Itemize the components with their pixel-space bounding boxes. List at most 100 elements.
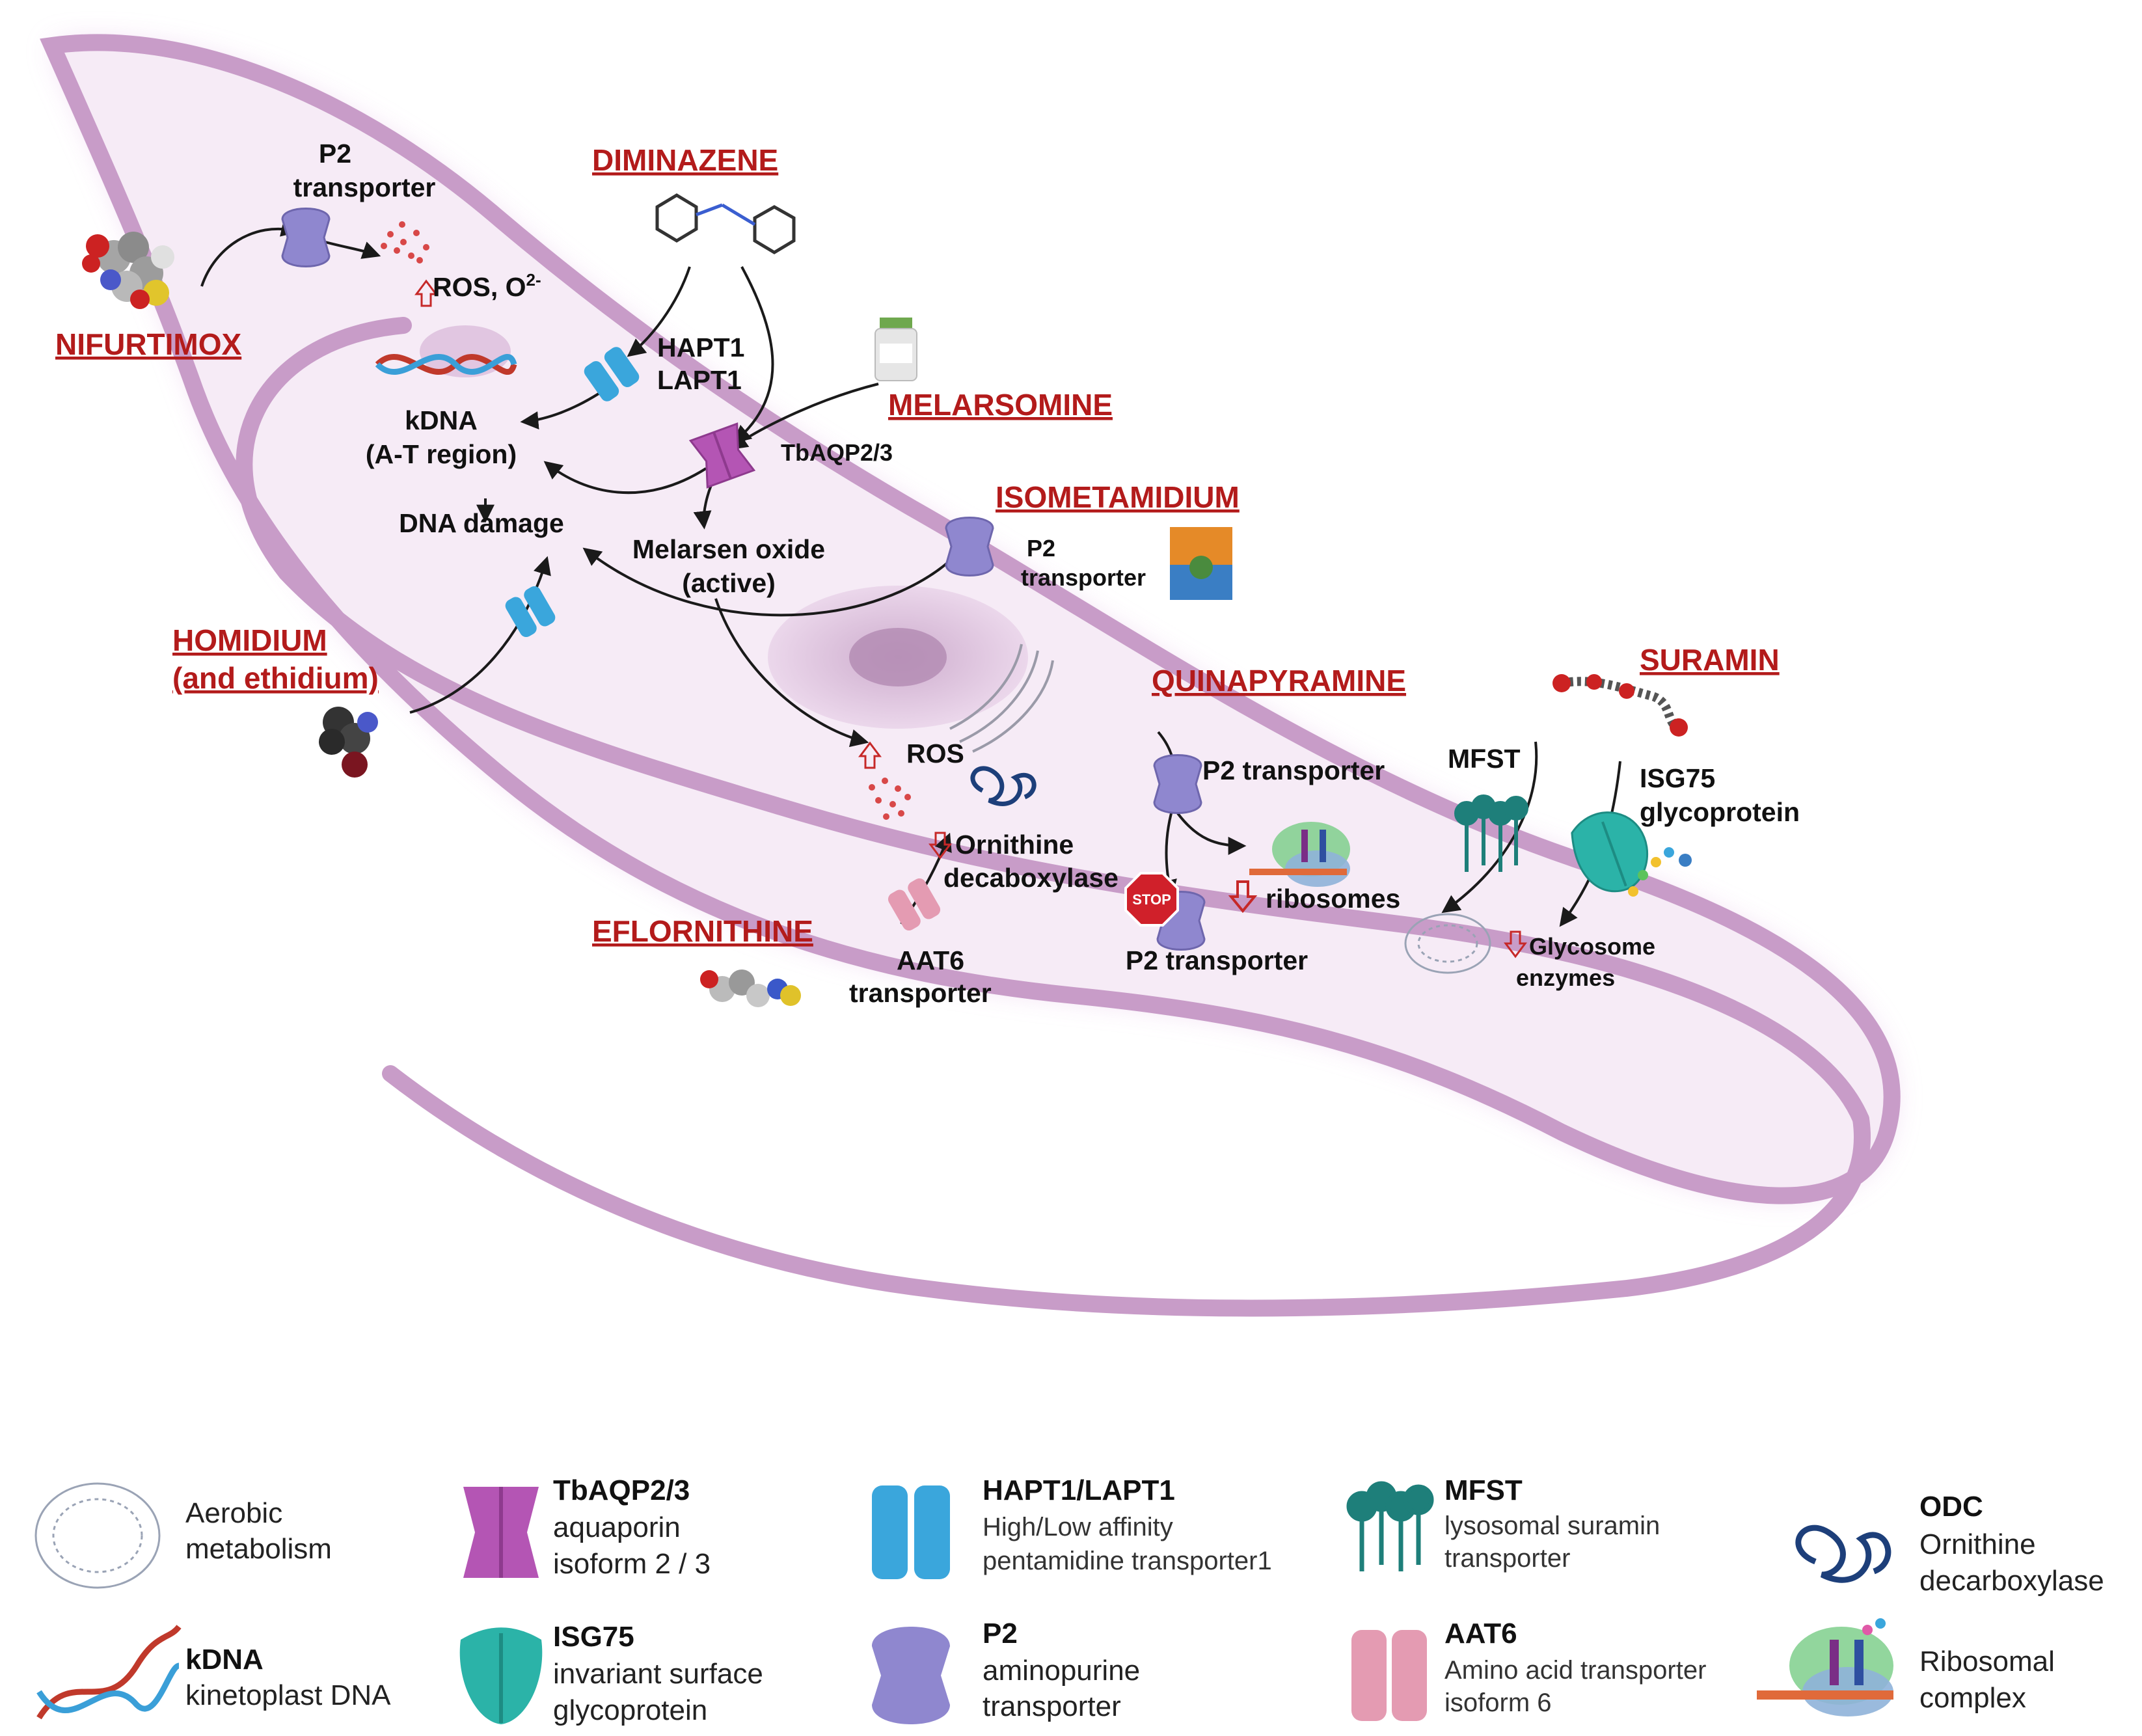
p2-isometamidium-label: P2 xyxy=(1027,535,1055,562)
homidium-transporter xyxy=(505,586,556,638)
mfst-label: MFST xyxy=(1448,744,1521,774)
legend-desc1-hapt: High/Low affinity xyxy=(983,1513,1173,1541)
legend-desc1-odc: Ornithine xyxy=(1919,1528,2036,1560)
legend-p2-icon xyxy=(872,1627,950,1724)
cell-body xyxy=(40,34,1901,1317)
glycosome-label: Glycosome xyxy=(1529,933,1655,960)
legend-desc1-mfst: lysosomal suramin xyxy=(1444,1512,1660,1540)
decrease-arrow-glycosome-icon xyxy=(1504,930,1527,958)
legend-desc1-aat6: Amino acid transporter xyxy=(1444,1656,1706,1685)
melarsen-active-label: (active) xyxy=(682,568,776,598)
drug-melarsomine: MELARSOMINE xyxy=(888,388,1113,422)
increase-arrow-icon xyxy=(414,279,438,307)
tbaqp-label: TbAQP2/3 xyxy=(781,439,893,466)
hapt1-label: HAPT1 xyxy=(657,332,744,362)
drug-quinapyramine: QUINAPYRAMINE xyxy=(1152,664,1406,698)
kdna-region-label: (A-T region) xyxy=(366,439,517,469)
hapt1-lapt1-transporter xyxy=(584,347,640,401)
stop-sign-label: STOP xyxy=(1132,891,1171,908)
p2-transporter-top xyxy=(281,208,331,267)
legend-desc1-kdna: kinetoplast DNA xyxy=(185,1679,391,1711)
legend-desc2-ribosomal: complex xyxy=(1919,1682,2026,1714)
drug-eflornithine: EFLORNITHINE xyxy=(592,914,813,948)
legend-desc2-p2: transporter xyxy=(983,1690,1121,1722)
drug-nifurtimox: NIFURTIMOX xyxy=(55,327,242,361)
drug-isometamidium: ISOMETAMIDIUM xyxy=(996,480,1240,514)
glycosome-enzymes-label: enzymes xyxy=(1516,964,1615,991)
p2-quinapyramine-bottom-label: P2 transporter xyxy=(1126,945,1308,975)
decrease-arrow-ornithine-icon xyxy=(929,832,952,860)
legend-title-kdna: kDNA xyxy=(185,1644,264,1675)
legend-desc2-hapt: pentamidine transporter1 xyxy=(983,1547,1272,1575)
eflornithine-molecule-icon xyxy=(700,970,801,1007)
legend-isg75-icon xyxy=(459,1627,543,1724)
legend-kdna-icon xyxy=(36,1625,182,1720)
legend-title-isg75: ISG75 xyxy=(553,1621,634,1653)
ornithine-label: Ornithine xyxy=(955,830,1074,860)
golgi-icon xyxy=(949,644,1054,753)
increase-arrow-ros-icon xyxy=(858,741,882,769)
melarsomine-vial-icon xyxy=(874,318,917,381)
homidium-molecule-icon xyxy=(319,707,378,778)
legend-desc1-aerobic: Aerobic xyxy=(185,1497,282,1529)
kdna-label: kDNA xyxy=(405,405,478,435)
p2-isometamidium-label-2: transporter xyxy=(1021,564,1146,591)
legend-hapt-icon xyxy=(872,1485,950,1579)
legend-aerobic-metabolism-icon xyxy=(34,1482,161,1589)
legend-title-hapt: HAPT1/LAPT1 xyxy=(983,1474,1175,1506)
isometamidium-package-icon xyxy=(1170,527,1232,600)
lapt1-label: LAPT1 xyxy=(657,365,742,395)
legend-desc1-tbaqp: aquaporin xyxy=(553,1512,681,1543)
legend: Aerobic metabolism kDNA kinetoplast DNA … xyxy=(34,1474,2104,1726)
legend-mfst-icon xyxy=(1346,1481,1434,1571)
ros-particles-icon xyxy=(381,221,429,264)
legend-desc1-isg75: invariant surface xyxy=(553,1658,763,1690)
decarboxylase-label: decaboxylase xyxy=(943,863,1118,893)
stop-sign-icon: STOP xyxy=(1124,872,1179,927)
drug-homidium-note: (and ethidium) xyxy=(172,661,379,695)
suramin-molecule-icon xyxy=(1552,674,1688,737)
kdna-helix-icon xyxy=(375,353,517,375)
legend-desc2-odc: decarboxylase xyxy=(1919,1565,2104,1597)
aat6-label: AAT6 xyxy=(897,945,964,975)
legend-desc1-p2: aminopurine xyxy=(983,1655,1140,1687)
legend-desc1-ribosomal: Ribosomal xyxy=(1919,1646,2055,1677)
mfst-transporter xyxy=(1454,794,1528,872)
legend-desc2-mfst: transporter xyxy=(1444,1544,1570,1573)
drug-homidium: HOMIDIUM xyxy=(172,623,327,657)
p2-transporter-isometamidium xyxy=(945,517,994,576)
dna-damage-label: DNA damage xyxy=(399,508,564,538)
legend-tbaqp-icon xyxy=(463,1487,539,1578)
p2-transporter-top-label-2: transporter xyxy=(293,172,436,202)
legend-odc-icon xyxy=(1795,1525,1891,1583)
legend-title-p2: P2 xyxy=(983,1618,1018,1649)
p2-transporter-top-label: P2 xyxy=(319,139,351,169)
ros-lower-label: ROS xyxy=(906,739,964,768)
isg75-glycoprotein xyxy=(1571,811,1649,893)
legend-desc2-isg75: glycoprotein xyxy=(553,1694,707,1726)
legend-aat6-icon xyxy=(1351,1630,1427,1721)
isg75-label: ISG75 xyxy=(1640,763,1715,793)
aat6-transporter xyxy=(888,878,941,931)
legend-title-odc: ODC xyxy=(1919,1491,1983,1523)
p2-transporter-quinapyramine-top xyxy=(1153,754,1202,814)
legend-ribosomal-complex-icon xyxy=(1757,1618,1893,1716)
legend-desc2-aerobic: metabolism xyxy=(185,1533,332,1565)
decrease-arrow-ribosomes-icon xyxy=(1228,880,1258,914)
legend-title-tbaqp: TbAQP2/3 xyxy=(553,1474,690,1506)
diminazene-molecule-icon xyxy=(655,193,796,254)
drug-diminazene: DIMINAZENE xyxy=(592,143,778,177)
melarsen-oxide-label: Melarsen oxide xyxy=(632,534,825,564)
ribosomes-label: ribosomes xyxy=(1266,884,1400,914)
nifurtimox-molecule-icon xyxy=(82,232,174,309)
suramin-binding-chain xyxy=(1628,847,1692,897)
glycoprotein-label: glycoprotein xyxy=(1640,797,1800,827)
legend-desc2-tbaqp: isoform 2 / 3 xyxy=(553,1548,711,1580)
odc-icon xyxy=(970,766,1037,806)
ribosome-icon xyxy=(1249,822,1350,887)
legend-title-mfst: MFST xyxy=(1444,1474,1523,1506)
arrows xyxy=(200,219,1621,927)
drug-suramin: SURAMIN xyxy=(1640,643,1780,677)
ros-particles-lower-icon xyxy=(869,778,911,820)
